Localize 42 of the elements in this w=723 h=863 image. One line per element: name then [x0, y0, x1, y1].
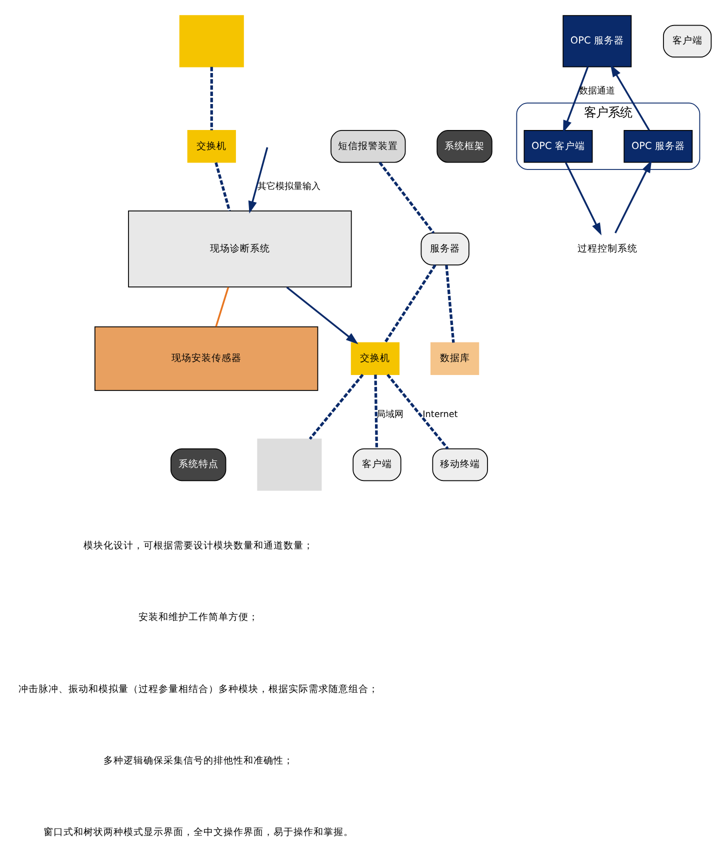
arrow: [614, 160, 652, 233]
label: 系统特点: [178, 458, 218, 470]
node-box: [179, 14, 244, 67]
label: 窗口式和树状两种模式显示界面，全中文操作界面，易于操作和掌握。: [43, 826, 354, 838]
edge-label: 数据通道: [579, 86, 616, 96]
node-text: 过程控制系统: [578, 242, 638, 254]
connector: [308, 373, 364, 440]
node-box: 数据库: [430, 342, 480, 374]
label: 系统框架: [444, 140, 485, 152]
connector: [384, 264, 436, 343]
connector: [386, 373, 449, 449]
node-box: 现场诊断系统: [128, 210, 352, 287]
arrow: [248, 146, 268, 214]
node-box: OPC 服务器: [562, 14, 632, 67]
edge-label: Internet: [422, 409, 458, 420]
node-box: OPC 服务器: [624, 130, 693, 162]
connector: [374, 374, 378, 448]
node-box: 交换机: [187, 130, 236, 162]
node-box: 现场安装传感器: [94, 326, 318, 390]
connector: [214, 162, 231, 211]
label: 安装和维护工作简单方便；: [138, 612, 258, 623]
arrow: [563, 66, 589, 132]
node-box: 客户端: [663, 24, 712, 58]
connector: [378, 161, 435, 234]
connector: [210, 66, 213, 130]
node-box: 短信报警装置: [330, 130, 406, 162]
label: 冲击脉冲、振动和模拟量（过程参量相结合）多种模块，根据实际需求随意组合；: [18, 683, 378, 694]
arrow: [610, 64, 650, 130]
node-box: 客户端: [352, 448, 402, 481]
node-box: 服务器: [420, 232, 470, 265]
edge-label: 局域网: [376, 409, 404, 420]
label: 模块化设计，可根据需要设计模块数量和通道数量；: [83, 540, 314, 552]
node-box: OPC 客户端: [524, 130, 593, 162]
arrow: [564, 162, 602, 235]
connector: [445, 264, 455, 342]
arrow: [286, 286, 358, 344]
label: 多种逻辑确保采集信号的排他性和准确性；: [103, 754, 294, 766]
node-box: [257, 438, 322, 490]
connector: [215, 286, 230, 326]
edge-label: 其它模拟量输入: [257, 181, 320, 192]
node-box: 交换机: [350, 342, 400, 374]
node-box: 移动终端: [432, 448, 488, 481]
